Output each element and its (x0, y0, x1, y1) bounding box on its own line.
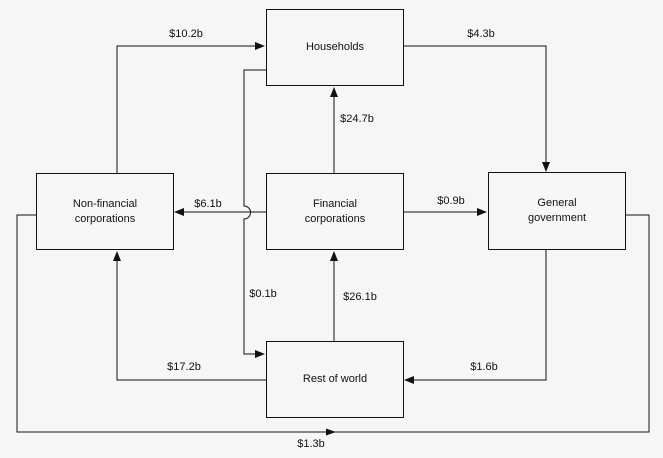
flow-label-restofworld-to-financial: $26.1b (343, 291, 377, 303)
node-rest-of-world: Rest of world (266, 341, 404, 418)
flow-label-households-to-government: $4.3b (467, 28, 495, 40)
flow-label-nfc-to-government-bottom: $1.3b (297, 438, 325, 450)
node-financial-corporations: Financial corporations (266, 173, 404, 250)
node-non-financial-corporations: Non-financial corporations (36, 173, 174, 250)
flow-label-households-to-restofworld: $0.1b (249, 288, 277, 300)
flow-line-restofworld-to-nfc (113, 251, 266, 381)
flow-direction-arrowhead (326, 428, 336, 436)
flow-line-households-to-government (404, 45, 550, 172)
flow-label-government-to-restofworld: $1.6b (470, 361, 498, 373)
node-households: Households (266, 9, 404, 86)
flow-label-financial-to-households: $24.7b (340, 113, 374, 125)
flow-label-financial-to-government: $0.9b (437, 195, 465, 207)
flow-label-restofworld-to-nfc: $17.2b (167, 361, 201, 373)
flow-label-nfc-to-households: $10.2b (169, 28, 203, 40)
node-general-government: General government (488, 172, 626, 250)
flow-line-government-to-restofworld (404, 250, 547, 384)
flow-line-nfc-to-households (116, 42, 265, 173)
flow-label-financial-to-nfc: $6.1b (194, 198, 222, 210)
